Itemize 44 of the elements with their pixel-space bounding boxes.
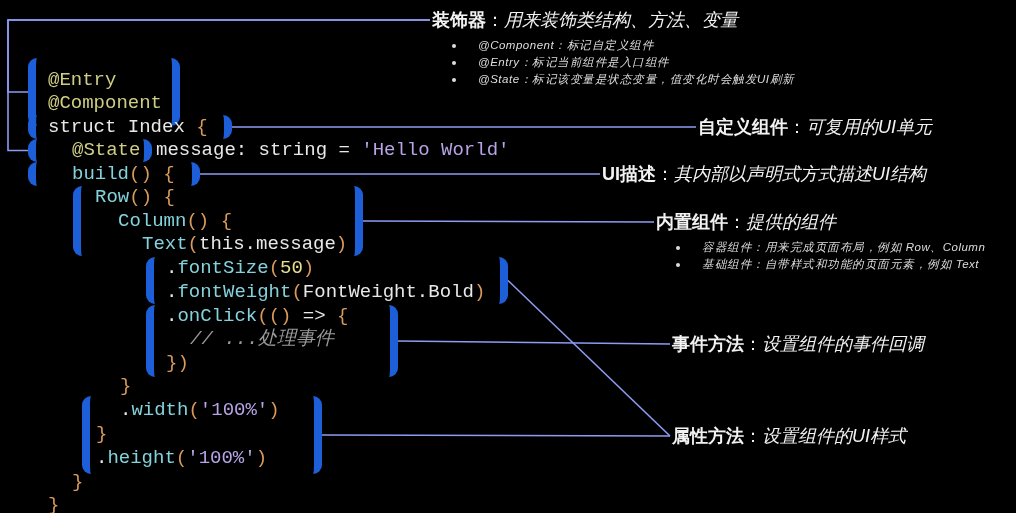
callout-heading: 自定义组件：可复用的UI单元 [698, 116, 932, 139]
leader-line [321, 434, 671, 437]
leader-line [397, 340, 671, 345]
bullet-text: 基础组件：自带样式和功能的页面元素，例如 Text [702, 257, 979, 272]
leader-line [507, 279, 671, 437]
code-line: .onClick(() => { [166, 304, 349, 328]
code-line: } [120, 374, 132, 398]
code-line: build() { [72, 162, 175, 186]
callout-heading: 内置组件：提供的组件 [656, 211, 838, 234]
code-line: .height('100%') [96, 446, 268, 470]
bullet-text: @Component：标记自定义组件 [478, 38, 655, 53]
leader-line [362, 220, 655, 223]
leader-line [7, 19, 431, 152]
code-highlight-bracket [28, 115, 232, 139]
code-line: Row() { [95, 185, 175, 209]
callout-heading: 装饰器：用来装饰类结构、方法、变量 [432, 9, 741, 32]
code-line: .width('100%') [120, 398, 280, 422]
leader-line [231, 126, 697, 128]
code-line: } [72, 470, 84, 494]
code-line: Text(this.message) [142, 232, 348, 256]
code-line: } [96, 422, 108, 446]
code-line: Column() { [118, 209, 233, 233]
bullet-text: 容器组件：用来完成页面布局，例如 Row、Column [702, 240, 986, 255]
code-highlight-bracket [146, 257, 508, 304]
code-highlight-bracket [28, 139, 152, 162]
callout-heading: 事件方法：设置组件的事件回调 [672, 333, 924, 356]
callout-heading: UI描述：其内部以声明式方式描述UI结构 [602, 163, 926, 186]
code-highlight-bracket [82, 396, 322, 474]
bullet-text: @State：标记该变量是状态变量，值变化时会触发UI刷新 [478, 72, 795, 87]
code-line: @Component [48, 91, 163, 115]
code-line: }) [166, 351, 189, 375]
code-highlight-bracket [146, 305, 398, 377]
bullet-text: @Entry：标记当前组件是入口组件 [478, 55, 670, 70]
code-line: // ...处理事件 [190, 327, 335, 351]
code-line: @State [72, 138, 141, 162]
code-line: message: string = 'Hello World' [156, 138, 510, 162]
code-highlight-bracket [28, 162, 200, 186]
code-line: .fontSize(50) [166, 256, 315, 280]
code-highlight-bracket [73, 186, 363, 256]
code-line: struct Index { [48, 115, 208, 139]
callout-heading: 属性方法：设置组件的UI样式 [672, 425, 906, 448]
leader-line [199, 173, 601, 175]
code-line: .fontWeight(FontWeight.Bold) [166, 280, 486, 304]
code-line: @Entry [48, 68, 117, 92]
